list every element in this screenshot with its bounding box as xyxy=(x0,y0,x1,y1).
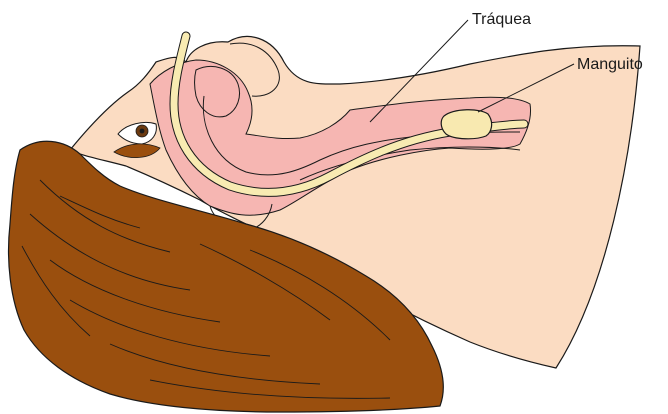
cuff-balloon xyxy=(441,110,491,139)
eye-pupil xyxy=(140,129,145,134)
trachea-label: Tráquea xyxy=(472,12,531,28)
cuff-label: Manguito xyxy=(577,57,643,73)
